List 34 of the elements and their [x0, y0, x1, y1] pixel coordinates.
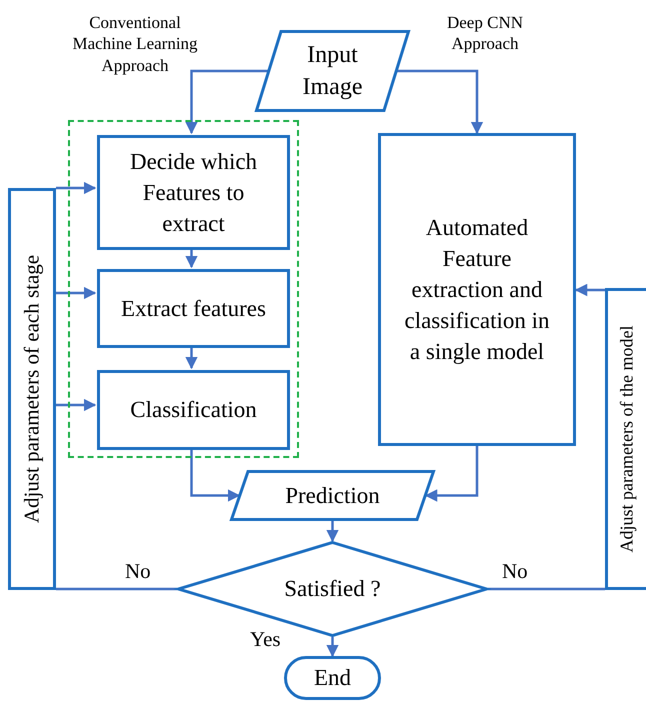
connector-arrow [56, 182, 96, 194]
process-box [97, 135, 290, 250]
process-box [97, 269, 290, 348]
side-band [605, 288, 646, 590]
process-box [97, 370, 290, 450]
node-text: Automated Feature extraction and classification in a single model [404, 214, 550, 366]
connector-arrow [574, 284, 605, 296]
connector-arrow [190, 448, 240, 502]
connector-arrow [326, 521, 339, 542]
band-text: Adjust parameters of the model [616, 326, 638, 552]
connector-arrow [185, 346, 198, 370]
node-text: Input Image [302, 40, 364, 102]
approach-label: Deep CNN Approach [446, 12, 524, 54]
node-text: Satisfied ? [284, 575, 381, 604]
approach-label: Conventional Machine Learning Approach [71, 12, 199, 76]
terminal-stadium [284, 656, 381, 700]
dashed-group-frame [68, 120, 299, 458]
connector-arrow [185, 248, 198, 268]
band-text: Adjust parameters of each stage [20, 254, 44, 524]
output-parallelogram [230, 470, 435, 521]
node-text: Classification [129, 396, 258, 424]
input-parallelogram [255, 30, 410, 112]
connector-arrow [397, 70, 484, 134]
node-text: Extract features [120, 294, 267, 323]
side-band [8, 188, 56, 590]
node-text: End [314, 664, 352, 692]
process-box [378, 133, 576, 446]
node-text: Decide which Features to extract [128, 148, 258, 238]
connector-arrow [185, 70, 268, 134]
node-text: Prediction [285, 482, 380, 510]
connector-arrow [56, 286, 96, 300]
connector-arrow [56, 398, 96, 412]
connector-arrow [424, 446, 478, 502]
connector-arrow [326, 637, 339, 658]
